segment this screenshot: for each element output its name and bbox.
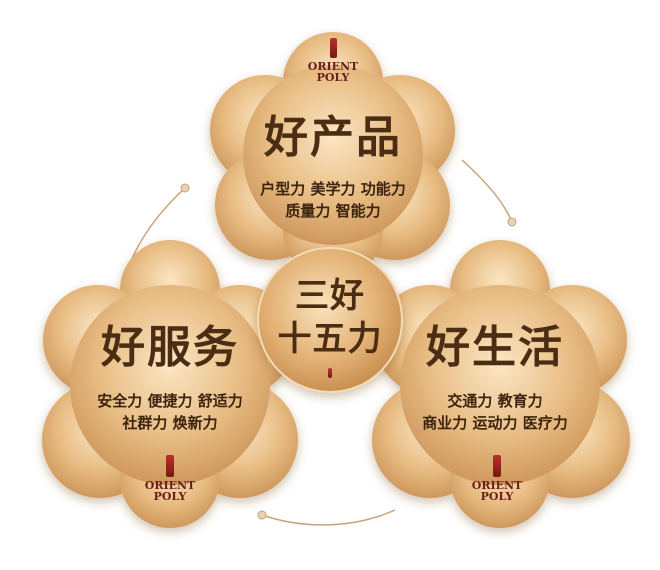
brand-mark-icon (493, 455, 501, 477)
flower-left (42, 240, 298, 528)
left-title: 好服务 (101, 322, 239, 373)
brand-logo-center (315, 368, 345, 379)
left-line-1: 安全力 便捷力 舒适力 (97, 392, 243, 410)
connector-arc-bottom (261, 509, 396, 526)
brand-name-line2: POLY (316, 71, 350, 84)
center-circle (257, 247, 403, 393)
left-line-2: 社群力 焕新力 (122, 414, 218, 432)
brand-name-line1: ORIENT (144, 479, 196, 492)
connector-dot-left (180, 183, 190, 193)
brand-logo-top: ORIENT POLY (298, 38, 368, 83)
right-title: 好生活 (426, 322, 564, 373)
top-title: 好产品 (264, 112, 402, 163)
brand-name-line1: ORIENT (471, 479, 523, 492)
brand-name-line2: POLY (480, 490, 514, 503)
flower-right (372, 240, 630, 528)
connector-dot-bottom (257, 510, 267, 520)
brand-mark-icon (166, 455, 174, 477)
right-line-2: 商业力 运动力 医疗力 (422, 414, 568, 432)
center-line-2: 十五力 (277, 319, 383, 359)
brand-name-line2: POLY (153, 490, 187, 503)
connector-dot-right (507, 217, 517, 227)
brand-mark-icon (329, 38, 337, 58)
center-line-1: 三好 (295, 276, 365, 316)
right-line-1: 交通力 教育力 (447, 392, 543, 410)
brand-name-line1: ORIENT (307, 60, 359, 73)
brand-logo-left: ORIENT POLY (135, 455, 205, 502)
top-line-1: 户型力 美学力 功能力 (260, 180, 406, 198)
brand-mark-icon (328, 368, 332, 378)
brand-logo-right: ORIENT POLY (462, 455, 532, 502)
top-line-2: 质量力 智能力 (285, 202, 381, 220)
connector-arc-right (461, 159, 513, 223)
